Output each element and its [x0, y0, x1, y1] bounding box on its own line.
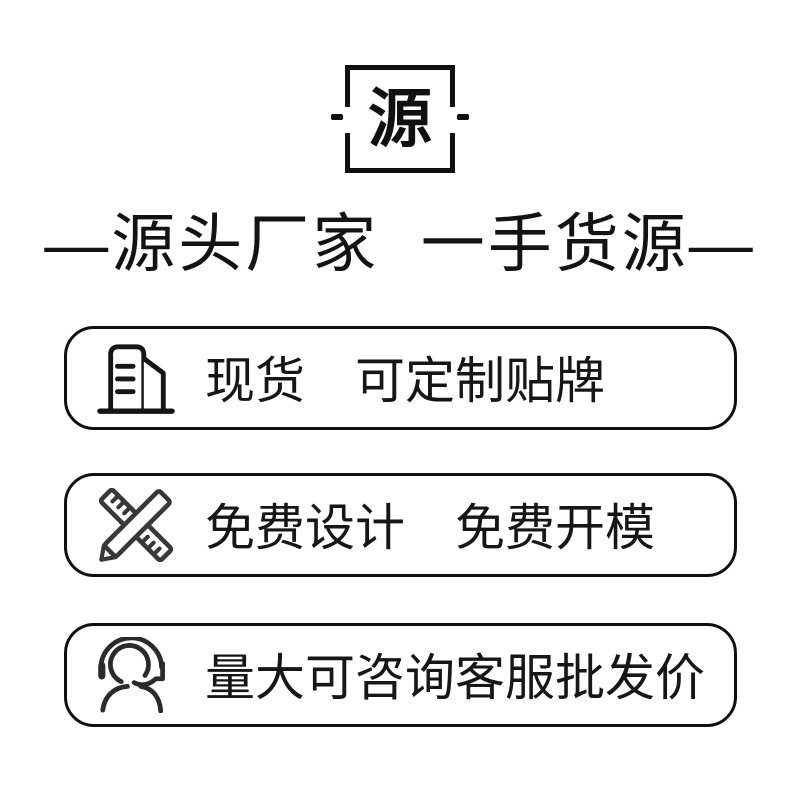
banner-label: 免费设计 免费开模: [205, 499, 655, 556]
logo-frame-gap-left: [343, 107, 352, 133]
feature-banner-support: 量大可咨询客服批发价: [64, 623, 737, 727]
banner-label: 量大可咨询客服批发价: [205, 649, 705, 706]
banner-label: 现货 可定制贴牌: [205, 352, 605, 409]
customer-service-headset-icon: [97, 636, 175, 714]
logo-dash-right-icon: [457, 114, 469, 120]
factory-building-icon: [97, 339, 175, 417]
ruler-pencil-icon: [97, 486, 175, 564]
brand-logo: 源: [331, 65, 469, 173]
logo-character: 源: [368, 83, 432, 155]
feature-banner-stock: 现货 可定制贴牌: [64, 326, 737, 430]
page-title: —源头厂家 一手货源—: [44, 208, 756, 280]
logo-dash-left-icon: [331, 114, 343, 120]
feature-banner-design: 免费设计 免费开模: [64, 473, 737, 577]
logo-frame-gap-right: [448, 107, 457, 133]
